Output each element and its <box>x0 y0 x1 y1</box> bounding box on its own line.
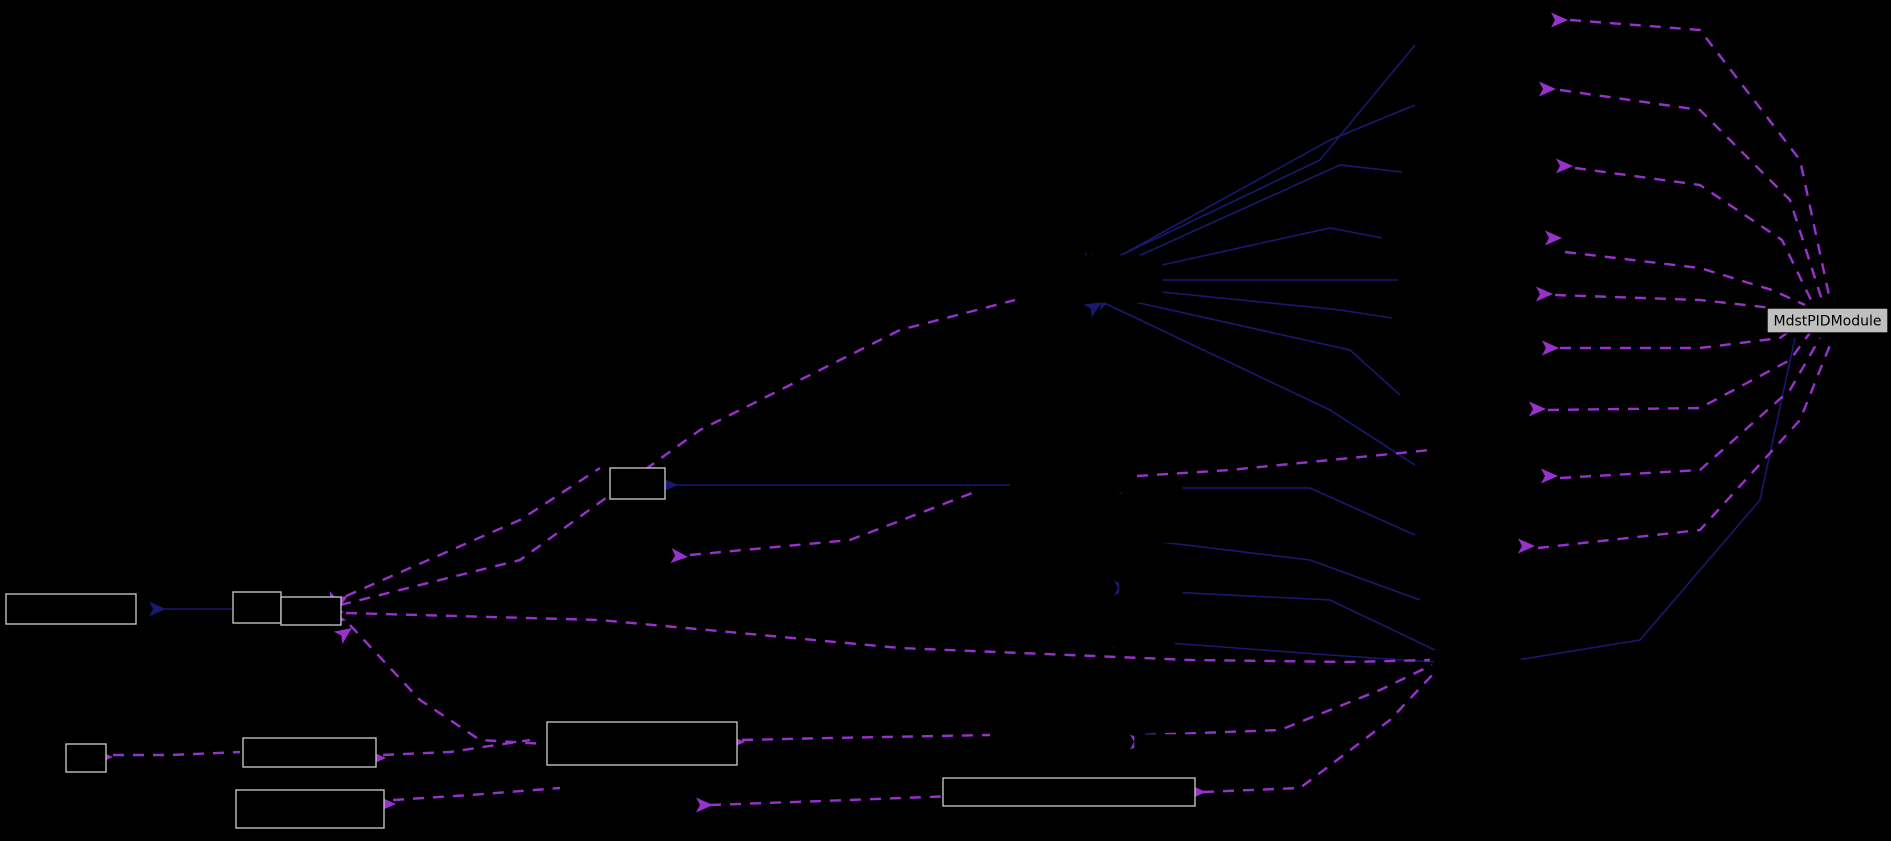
dashed-edge-layer <box>113 18 1834 807</box>
node-box[interactable] <box>232 591 282 624</box>
graph-node[interactable] <box>5 593 137 625</box>
node-box[interactable] <box>609 467 666 500</box>
dashed-usage-edge <box>1574 166 1814 303</box>
dashed-usage-edge <box>113 750 241 757</box>
node-box[interactable] <box>1766 307 1889 334</box>
node-box[interactable] <box>942 777 1196 807</box>
solid-call-edge <box>1133 487 1416 536</box>
node-label: MdstPIDModule <box>1773 314 1881 330</box>
dashed-usage-edge <box>1559 88 1824 301</box>
graph-node[interactable] <box>1114 527 1178 543</box>
dashed-edge-arrowhead <box>1545 230 1562 246</box>
dashed-usage-edge <box>1537 339 1834 550</box>
node-box[interactable] <box>1065 255 1163 303</box>
solid-call-edge <box>1111 227 1383 277</box>
dashed-usage-edge <box>1144 663 1433 737</box>
dashed-edge-arrowhead <box>1539 81 1556 97</box>
solid-call-edge <box>1089 44 1416 271</box>
dashed-usage-edge <box>345 466 601 598</box>
solid-call-edge <box>1121 287 1393 319</box>
node-layer: MdstPIDModule <box>5 255 1889 829</box>
solid-call-edge <box>1102 164 1403 273</box>
node-box[interactable] <box>5 593 137 625</box>
solid-call-edge <box>1510 337 1796 662</box>
node-box[interactable] <box>1439 649 1521 691</box>
solid-call-edge <box>1127 639 1435 663</box>
dashed-usage-edge <box>741 733 991 742</box>
graph-node[interactable] <box>1134 734 1198 750</box>
dashed-edge-arrowhead <box>1518 538 1535 554</box>
dashed-usage-edge <box>689 488 981 557</box>
dashed-edge-arrowhead <box>670 548 688 563</box>
solid-call-edge <box>1127 537 1421 601</box>
node-box[interactable] <box>1134 734 1198 750</box>
node-box[interactable] <box>1119 581 1183 597</box>
graph-node[interactable] <box>242 737 377 768</box>
dashed-usage-edge <box>382 738 531 757</box>
graph-node[interactable] <box>1119 581 1183 597</box>
graph-node[interactable] <box>942 777 1196 807</box>
dashed-edge-arrowhead <box>1541 468 1558 484</box>
node-box[interactable] <box>235 789 385 829</box>
dashed-usage-edge <box>709 793 981 807</box>
solid-call-edge <box>1107 295 1401 396</box>
dashed-edge-arrowhead <box>1551 12 1568 28</box>
graph-node[interactable] <box>1111 631 1175 647</box>
graph-node[interactable] <box>546 721 738 766</box>
dashed-usage-edge <box>339 298 1016 607</box>
dashed-edge-arrowhead <box>696 797 713 813</box>
node-box[interactable] <box>1114 527 1178 543</box>
solid-call-edge <box>1097 104 1416 269</box>
dashed-usage-edge <box>1564 250 1806 307</box>
graph-node[interactable] <box>609 467 666 500</box>
dashed-edge-arrowhead <box>1556 158 1573 174</box>
node-box[interactable] <box>280 596 342 626</box>
dashed-usage-edge <box>1560 319 1806 350</box>
dashed-edge-arrowhead <box>1529 401 1546 417</box>
graph-node[interactable] <box>280 596 342 626</box>
node-box[interactable] <box>65 743 107 773</box>
node-box[interactable] <box>242 737 377 768</box>
node-box[interactable] <box>546 721 738 766</box>
solid-call-edge <box>1129 589 1436 651</box>
dashed-usage-edge <box>1547 329 1813 412</box>
dashed-usage-edge <box>1136 448 1431 478</box>
dashed-edge-arrowhead <box>1536 286 1553 302</box>
dashed-edge-arrowhead <box>333 628 352 644</box>
graph-node[interactable] <box>1119 477 1183 493</box>
solid-edge-arrowhead <box>149 601 166 617</box>
graph-node[interactable] <box>232 591 282 624</box>
solid-call-edge <box>1097 299 1416 466</box>
dashed-usage-edge <box>1559 337 1822 480</box>
graph-node[interactable] <box>235 789 385 829</box>
dashed-usage-edge <box>345 611 1431 664</box>
dashed-edge-arrowhead <box>1542 340 1559 356</box>
dashed-usage-edge <box>1569 18 1832 301</box>
focus-node[interactable]: MdstPIDModule <box>1766 307 1889 334</box>
graph-node[interactable] <box>65 743 107 773</box>
node-box[interactable] <box>1111 631 1175 647</box>
graph-node[interactable] <box>1439 649 1521 691</box>
dashed-usage-edge <box>1202 671 1436 794</box>
node-box[interactable] <box>1119 477 1183 493</box>
solid-edge-arrowhead <box>1083 302 1102 318</box>
graph-node[interactable] <box>1065 255 1163 303</box>
dashed-usage-edge <box>392 786 561 802</box>
